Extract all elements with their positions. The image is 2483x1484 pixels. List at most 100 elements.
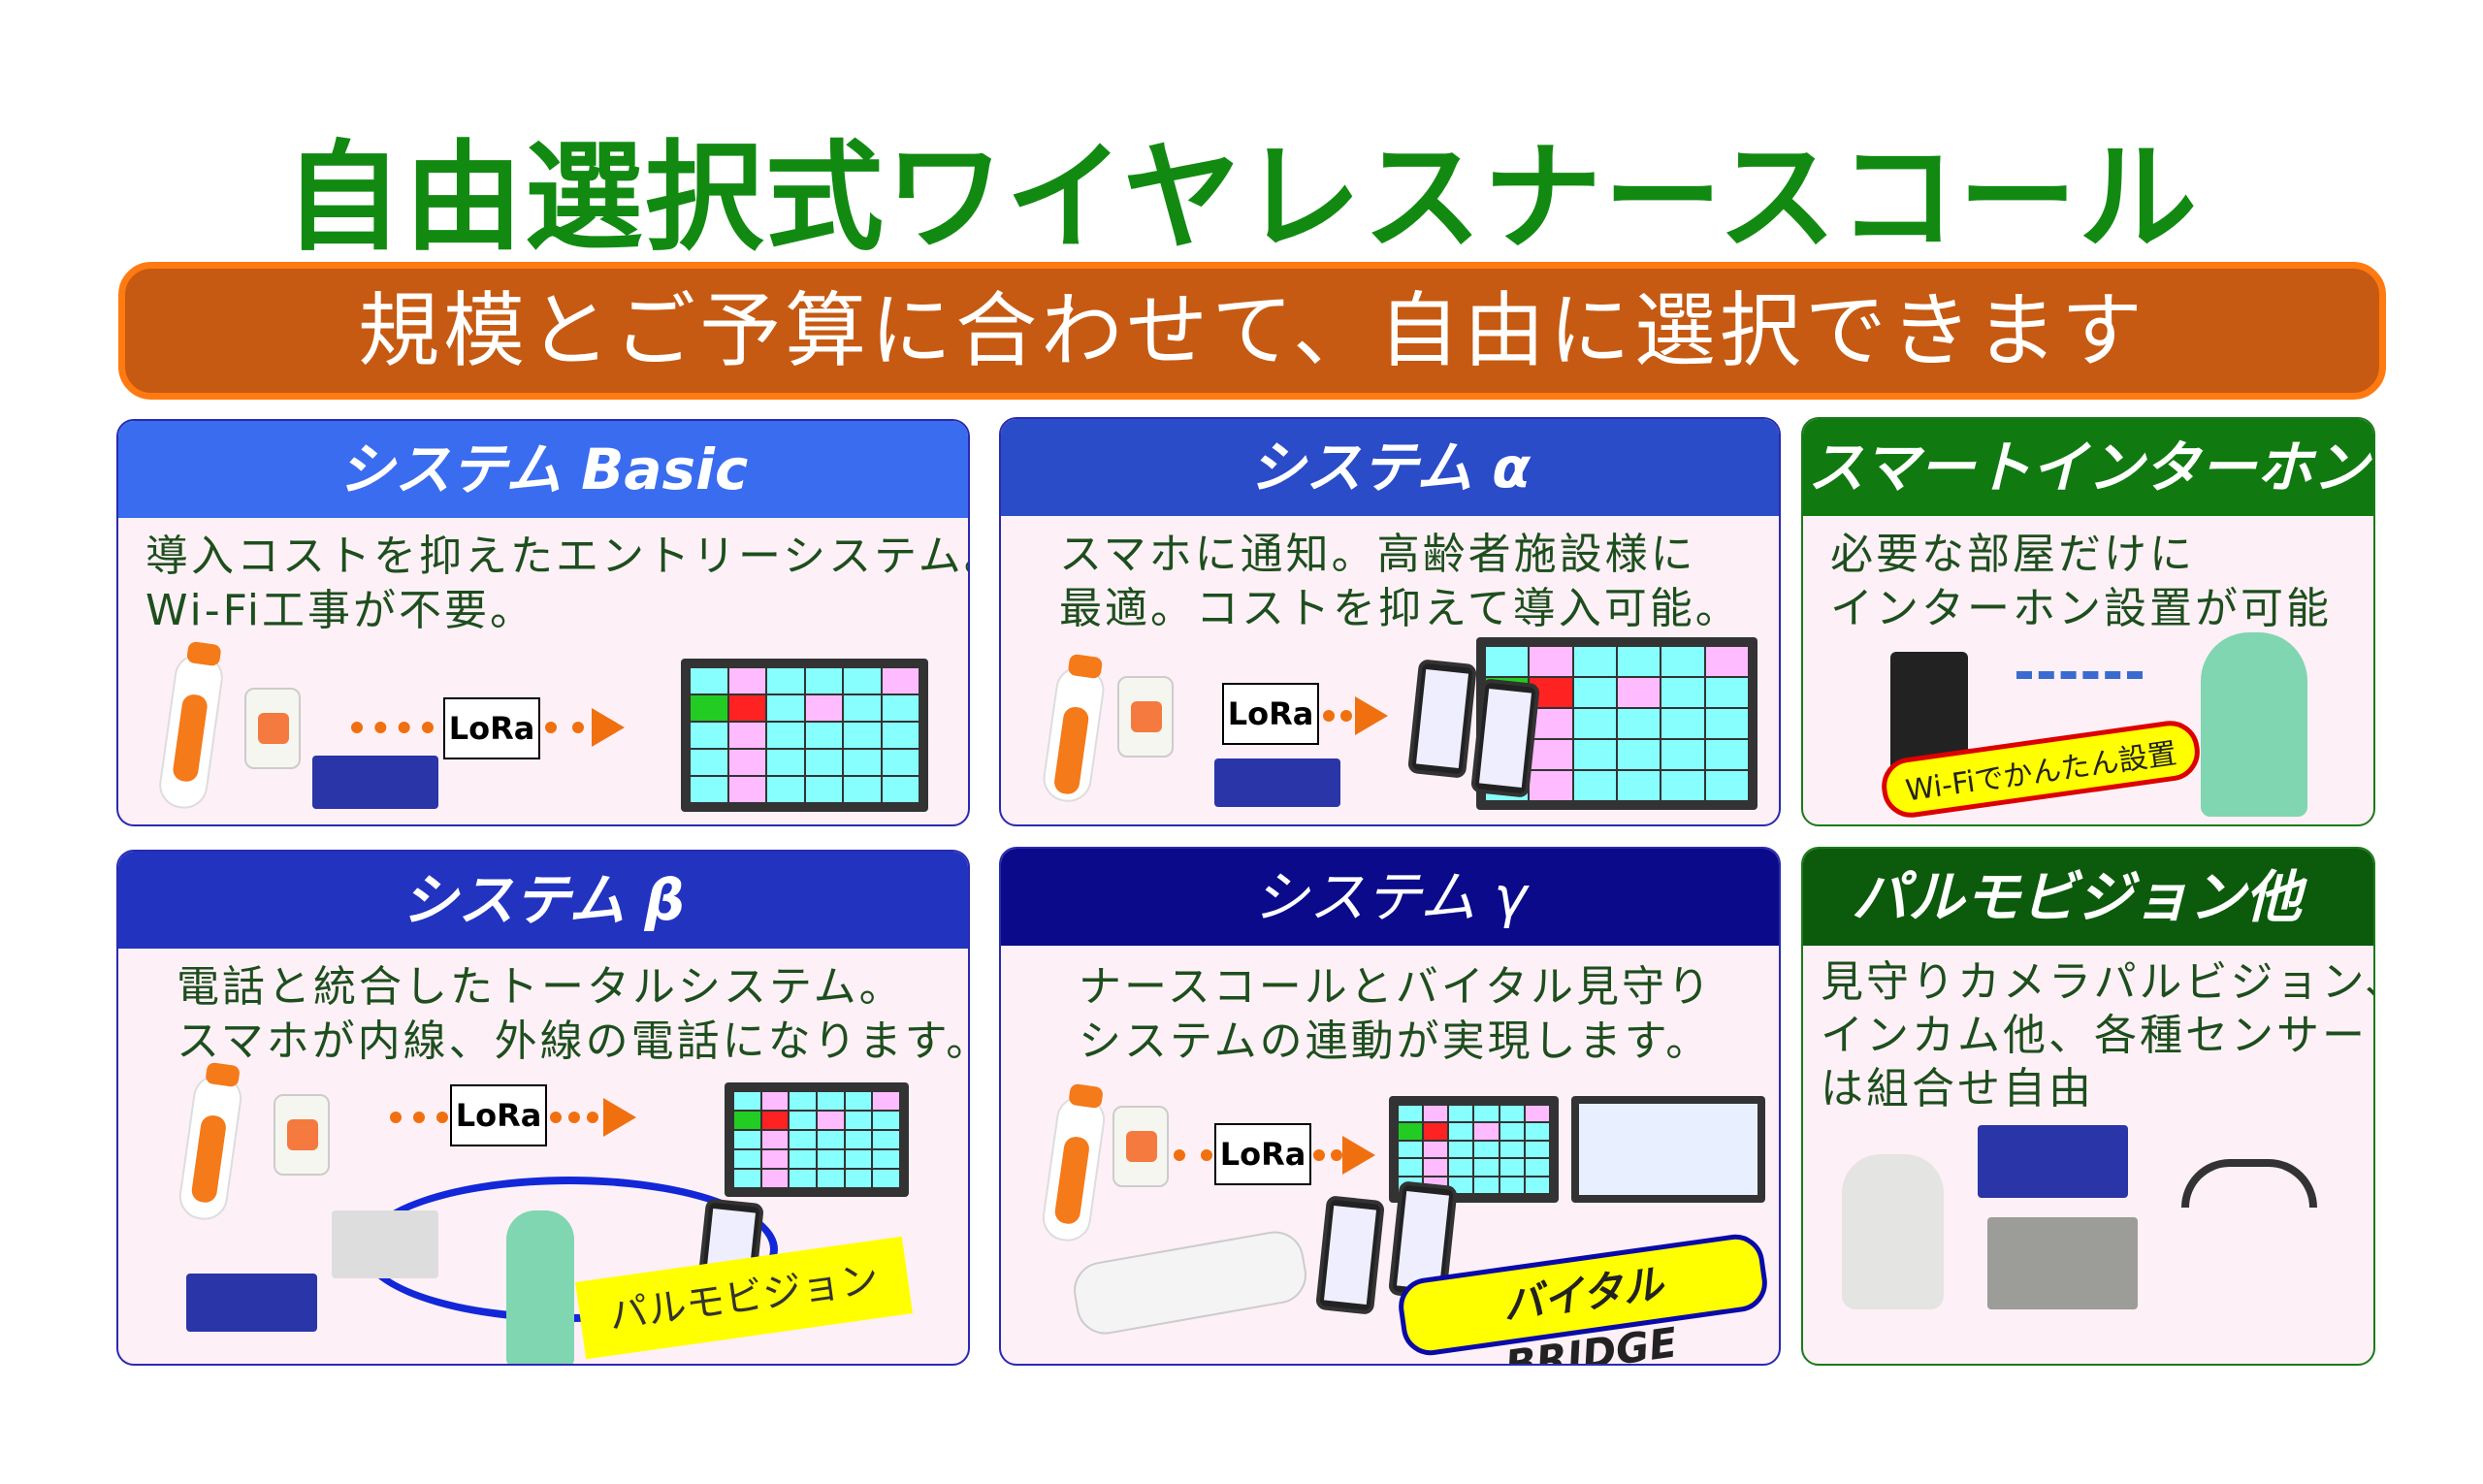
card-body: 導入コストを抑えたエントリーシステム。 Wi-Fi工事が不要。 (145, 532, 970, 635)
monitor-cell (767, 777, 804, 802)
monitor-cell (1424, 1159, 1448, 1176)
monitor-cell (845, 1131, 872, 1148)
monitor-cell (873, 1170, 899, 1187)
monitor-cell (844, 777, 881, 802)
monitor-cell (734, 1131, 760, 1148)
monitor-cell (882, 723, 919, 748)
card-header: システム β (118, 852, 968, 949)
monitor-cell (817, 1112, 844, 1129)
card-body: スマホに通知。高齢者施設様に 最適。コストを抑えて導入可能。 (1059, 530, 1741, 633)
monitor-cell (844, 750, 881, 775)
card-header: システム γ (1001, 849, 1779, 946)
server-image (332, 1210, 438, 1278)
monitor-cell (728, 750, 765, 775)
monitor-cell (873, 1092, 899, 1110)
sensor-mat-image (186, 1274, 317, 1332)
headset-image (2181, 1159, 2317, 1208)
monitor-cell (817, 1131, 844, 1148)
monitor-cell (1661, 740, 1704, 769)
pendant-device-image (156, 651, 226, 812)
monitor-cell (1661, 709, 1704, 738)
monitor-cell (767, 668, 804, 694)
monitor-cell (1617, 771, 1661, 800)
monitor-cell (691, 695, 727, 721)
arrow-head-icon (603, 1098, 636, 1137)
monitor-cell (1499, 1141, 1524, 1158)
monitor-cell (873, 1112, 899, 1129)
call-button-image (1113, 1106, 1169, 1187)
card-header: システム Basic (118, 421, 968, 518)
arrow-dots (351, 722, 434, 733)
monitor-cell (761, 1112, 789, 1129)
monitor-cell (1424, 1141, 1448, 1158)
monitor-cell (882, 777, 919, 802)
monitor-cell (691, 723, 727, 748)
monitor-cell (1399, 1159, 1423, 1176)
monitor-cell (691, 668, 727, 694)
lora-logo: LoRa (1222, 683, 1319, 745)
monitor-cell (1705, 709, 1748, 738)
arrow-dots (1323, 710, 1352, 722)
monitor-cell (1705, 678, 1748, 707)
arrow-dots (1313, 1149, 1342, 1161)
monitor-cell (1424, 1123, 1448, 1140)
monitor-cell (1499, 1106, 1524, 1122)
lora-logo: LoRa (1214, 1123, 1311, 1185)
smartphone-image (1406, 659, 1478, 779)
monitor-cell (761, 1131, 789, 1148)
bidirectional-arrow-icon (2016, 671, 2143, 679)
monitor-cell (728, 777, 765, 802)
monitor-cell (790, 1131, 816, 1148)
monitor-cell (845, 1112, 872, 1129)
monitor-cell (805, 777, 842, 802)
monitor-cell (728, 668, 765, 694)
monitor-cell (1474, 1141, 1499, 1158)
monitor-cell (761, 1170, 789, 1187)
monitor-cell (1525, 1123, 1549, 1140)
card-system-beta: システム β 電話と統合したトータルシステム。 スマホが内線、外線の電話になりま… (116, 850, 970, 1366)
arrow-head-icon (1355, 696, 1388, 735)
arrow-dots (545, 722, 584, 733)
arrow-dots (550, 1112, 598, 1123)
monitor-cell (844, 723, 881, 748)
monitor-cell (1573, 740, 1616, 769)
monitor-cell (845, 1170, 872, 1187)
monitor-cell (1525, 1106, 1549, 1122)
card-system-gamma: システム γ ナースコールとバイタル見守り システムの連動が実現します。 LoR… (999, 847, 1781, 1366)
monitor-cell (1617, 740, 1661, 769)
monitor-cell (1449, 1106, 1473, 1122)
monitor-cell (1705, 771, 1748, 800)
monitor-cell (767, 695, 804, 721)
sensor-mat-image (312, 756, 438, 809)
monitor-screen-image (725, 1082, 909, 1197)
monitor-cell (761, 1092, 789, 1110)
monitor-cell (734, 1170, 760, 1187)
pendant-device-image (1040, 663, 1108, 805)
card-header: パルモビジョン他 (1803, 849, 2373, 946)
monitor-cell (1525, 1159, 1549, 1176)
monitor-cell (805, 695, 842, 721)
monitor-cell (1573, 771, 1616, 800)
monitor-cell (1573, 709, 1616, 738)
monitor-cell (1617, 709, 1661, 738)
monitor-cell (805, 750, 842, 775)
arrow-head-icon (1342, 1136, 1375, 1175)
call-button-image (244, 688, 301, 769)
sensor-mat-image (1978, 1125, 2128, 1198)
monitor-cell (790, 1150, 816, 1168)
monitor-cell (1617, 678, 1661, 707)
card-palmovision-etc: パルモビジョン他 見守りカメラパルビジョン、 インカム他、各種センサー は組合せ… (1801, 847, 2375, 1366)
monitor-cell (1474, 1177, 1499, 1193)
card-body: 電話と統合したトータルシステム。 スマホが内線、外線の電話になります。 (177, 962, 970, 1066)
monitor-cell (1449, 1141, 1473, 1158)
monitor-cell (1525, 1177, 1549, 1193)
monitor-cell (761, 1150, 789, 1168)
vital-sensor-image (1069, 1226, 1311, 1339)
monitor-cell (1474, 1106, 1499, 1122)
monitor-cell (1449, 1123, 1473, 1140)
monitor-cell (790, 1092, 816, 1110)
monitor-cell (1530, 647, 1572, 676)
monitor-cell (1499, 1177, 1524, 1193)
smartphone-image (1314, 1195, 1386, 1315)
monitor-cell (1525, 1141, 1549, 1158)
